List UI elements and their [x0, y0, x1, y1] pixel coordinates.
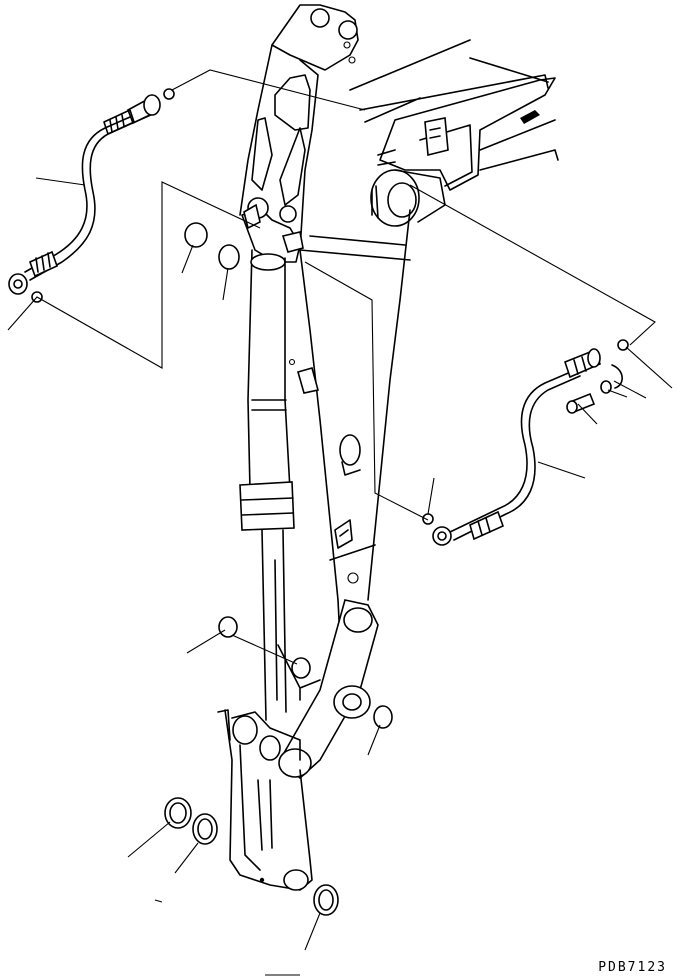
shim-1: [164, 797, 192, 829]
o-ring-9: [373, 705, 393, 729]
shim-3: [313, 884, 339, 916]
o-ring-7: [218, 616, 238, 638]
o-ring-1: [163, 88, 175, 100]
o-ring-3: [617, 339, 629, 351]
leader-lines: [7, 69, 673, 976]
boom-assembly: [349, 39, 559, 191]
bolt-washer-flange: [566, 364, 623, 414]
o-ring-6: [218, 244, 240, 270]
o-ring-4: [422, 513, 434, 525]
o-ring-5: [184, 222, 208, 248]
link-assembly: [217, 599, 379, 891]
hose-right: [432, 348, 602, 546]
shim-2: [192, 813, 218, 845]
bucket-cylinder: [239, 197, 304, 721]
o-ring-8: [291, 657, 311, 679]
o-rings: [31, 88, 629, 916]
arm-member: [239, 4, 411, 701]
hose-left: [8, 94, 161, 295]
boom-foot-pin-boss: [370, 169, 446, 227]
drawing-code: PDB7123: [598, 960, 667, 975]
